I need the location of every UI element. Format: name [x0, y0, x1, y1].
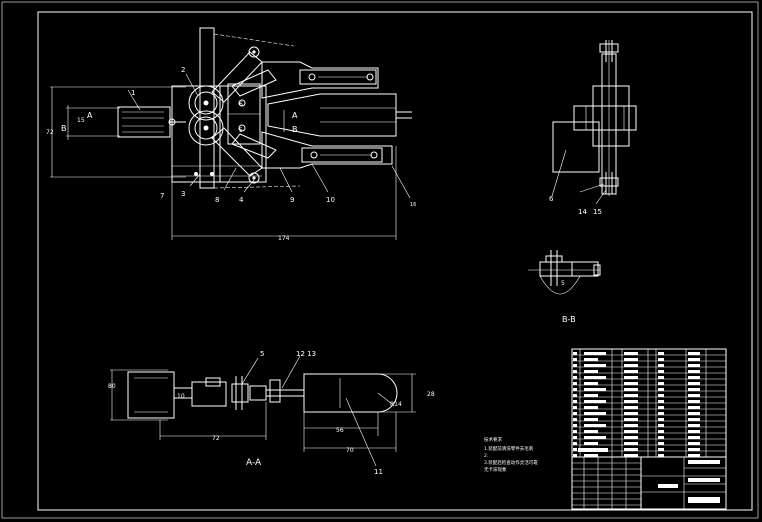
aa-dim-56: 56: [336, 427, 344, 434]
bb-section-view: [551, 40, 637, 205]
notes-line-1: 1.装配前清洗零件去毛刺: [484, 445, 534, 452]
callout-3: 3: [181, 190, 185, 198]
bb-callout-15: 15: [593, 208, 602, 216]
aa-callout-12-13: 12 13: [296, 350, 316, 358]
callout-8: 8: [215, 196, 219, 204]
callout-2: 2: [181, 66, 185, 74]
section-mark-b-right: B: [292, 125, 298, 134]
notes-line-2: 2.: [484, 453, 488, 459]
main-view: [50, 27, 412, 240]
callout-16: 16: [410, 202, 416, 208]
aa-dim-r14: R14: [390, 401, 402, 408]
aa-dim-10: 10: [177, 393, 185, 400]
dim-15: 15: [77, 117, 85, 124]
aa-dim-28: 28: [427, 391, 435, 398]
bb-callout-14: 14: [578, 208, 587, 216]
title-block: [571, 348, 727, 510]
bb-callout-6: 6: [549, 195, 554, 203]
callout-9: 9: [290, 196, 294, 204]
aa-dim-72: 72: [212, 435, 220, 442]
aa-callout-5: 5: [260, 350, 264, 358]
dim-174: 174: [278, 235, 290, 242]
callout-10: 10: [326, 196, 335, 204]
notes-line-4: 无卡滞现象: [484, 466, 507, 473]
aa-dim-80: 80: [108, 383, 116, 390]
callout-1: 1: [131, 89, 135, 97]
aa-section-title: A-A: [246, 458, 262, 468]
callout-6-main: 6: [239, 101, 243, 108]
bb-detail-callout-5: 5: [561, 280, 565, 287]
callout-4: 4: [239, 196, 244, 204]
bb-detail: [528, 250, 601, 295]
aa-section-view: [110, 355, 416, 467]
section-mark-a-left: A: [87, 111, 93, 120]
callout-5-main: 5: [239, 127, 243, 134]
aa-callout-11: 11: [374, 468, 383, 476]
aa-dim-70: 70: [346, 447, 354, 454]
callout-7: 7: [160, 192, 164, 200]
section-mark-a-right: A: [292, 111, 298, 120]
notes-line-3: 3.装配后检查动作灵活可靠: [484, 459, 538, 466]
notes-heading: 技术要求: [484, 436, 502, 443]
dim-72: 72: [46, 129, 54, 136]
inner-frame: [37, 11, 753, 511]
section-mark-b-left: B: [61, 124, 67, 133]
bb-section-title: B-B: [562, 315, 576, 324]
